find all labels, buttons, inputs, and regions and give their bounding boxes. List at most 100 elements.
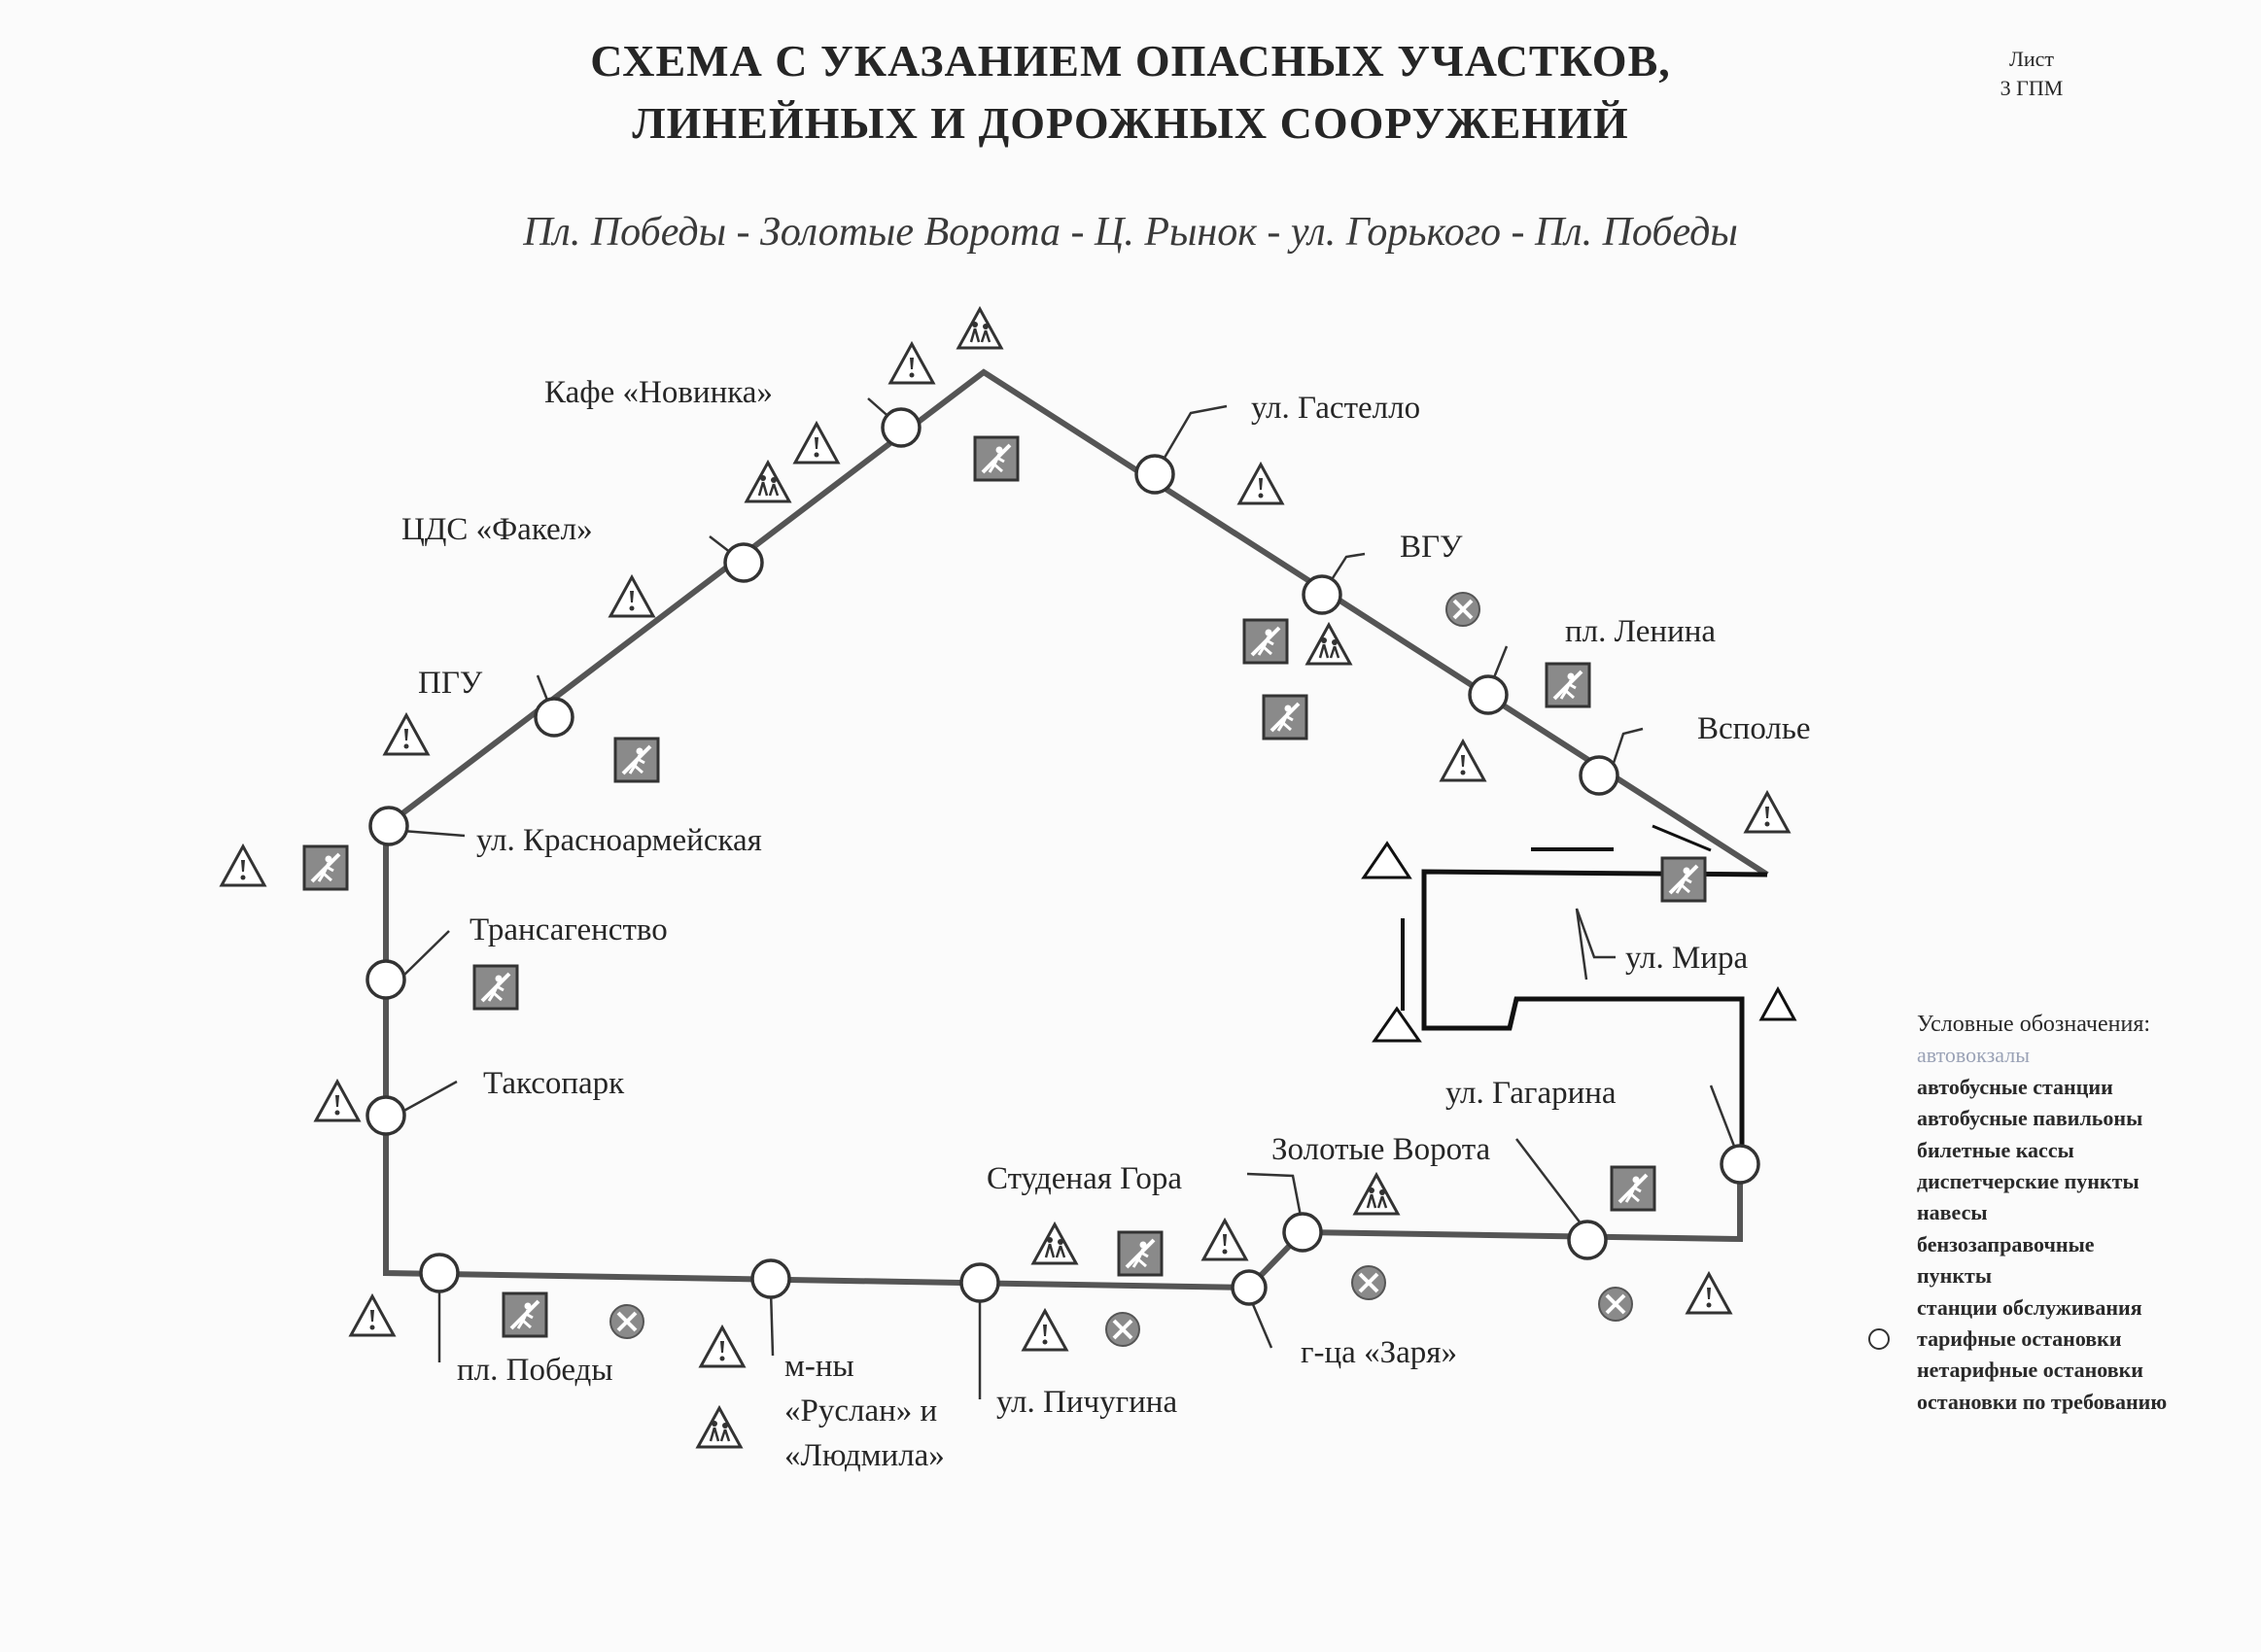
pedestrian-crossing-icon xyxy=(1610,1165,1656,1212)
children-sign-icon xyxy=(1305,623,1352,666)
legend-item: билетные кассы xyxy=(1917,1137,2074,1162)
warning-sign-icon xyxy=(1022,1309,1068,1352)
warning-sign-icon xyxy=(793,422,840,465)
diagram-title-line2: ЛИНЕЙНЫХ И ДОРОЖНЫХ СООРУЖЕНИЙ xyxy=(632,98,1629,148)
warning-sign-icon xyxy=(888,342,935,385)
warning-sign-icon xyxy=(1201,1219,1248,1261)
warning-sign-icon xyxy=(1744,791,1791,834)
pedestrian-crossing-icon xyxy=(472,964,519,1011)
crossing-signs xyxy=(302,435,1707,1338)
warning-sign-icon xyxy=(220,844,266,887)
legend-item: автобусные станции xyxy=(1917,1074,2113,1099)
legend-item: остановки по требованию xyxy=(1917,1389,2168,1414)
legend-item: автобусные павильоны xyxy=(1917,1106,2143,1131)
stop-fakel xyxy=(723,542,764,583)
legend-item: автовокзалы xyxy=(1917,1043,2030,1068)
warning-sign-icon xyxy=(699,1325,746,1368)
legend-item-label: тарифные остановки xyxy=(1917,1326,2122,1352)
children-sign-icon xyxy=(1353,1173,1400,1216)
pedestrian-crossing-icon xyxy=(613,737,660,783)
pedestrian-crossing-icon xyxy=(973,435,1020,482)
pedestrian-crossing-icon xyxy=(502,1291,548,1338)
route-subtitle: Пл. Победы - Золотые Ворота - Ц. Рынок -… xyxy=(523,210,1738,255)
label-fakel: ЦДС «Факел» xyxy=(401,512,593,547)
leader-lines xyxy=(400,397,1742,1399)
warning-sign-icon xyxy=(349,1294,396,1337)
warning-sign-icon xyxy=(1686,1272,1732,1315)
stop-vgu xyxy=(1302,574,1342,615)
stop-gagarina xyxy=(1720,1144,1760,1185)
warning-sign-icon xyxy=(1237,463,1284,505)
legend-item: пункты xyxy=(1917,1263,1993,1289)
drawn-warning-icons xyxy=(1361,841,1797,1043)
no-stopping-icon xyxy=(609,1303,645,1340)
stop-zolotye-left xyxy=(1282,1212,1323,1253)
children-sign-icon xyxy=(1031,1222,1078,1265)
warning-sign-icon xyxy=(383,713,430,756)
pedestrian-crossing-icon xyxy=(1660,856,1707,903)
stop-zolotye xyxy=(1567,1220,1608,1260)
pedestrian-crossing-icon xyxy=(1242,618,1289,665)
warning-sign-icon xyxy=(609,575,655,618)
stop-pgu xyxy=(534,697,574,738)
pedestrian-crossing-icon xyxy=(1545,662,1591,708)
warning-sign-icon xyxy=(314,1080,361,1122)
tariff-stop-icon xyxy=(1868,1328,1890,1351)
route-line-lower xyxy=(383,826,1743,1291)
label-pichugina: ул. Пичугина xyxy=(996,1385,1177,1420)
label-pgu: ПГУ xyxy=(418,666,483,701)
diagram-title-line1: СХЕМА С УКАЗАНИЕМ ОПАСНЫХ УЧАСТКОВ, xyxy=(590,36,1671,86)
label-lenina: пл. Ленина xyxy=(1565,614,1716,649)
label-ruslan-2: «Руслан» и xyxy=(784,1394,937,1428)
stop-krasnoarmeyskaya xyxy=(368,806,409,846)
stops xyxy=(365,407,1760,1306)
stop-pobedy xyxy=(419,1253,460,1293)
label-zarya: г-ца «Заря» xyxy=(1301,1335,1457,1370)
stop-taksopark xyxy=(365,1095,406,1136)
label-ruslan-3: «Людмила» xyxy=(784,1438,945,1473)
legend-item: бензозаправочные xyxy=(1917,1231,2095,1256)
stop-gastello xyxy=(1134,454,1175,495)
label-mira: ул. Мира xyxy=(1625,941,1749,976)
sheet-number: Лист 3 ГПМ xyxy=(1973,45,2090,103)
label-studenaya: Студеная Гора xyxy=(987,1161,1182,1196)
stop-vspolye xyxy=(1579,755,1619,796)
legend: Условные обозначения: автовокзалы автобу… xyxy=(1868,1009,2168,1418)
warning-sign-icon xyxy=(1440,740,1486,782)
sheet-label: Лист xyxy=(2008,47,2055,71)
children-sign-icon xyxy=(696,1406,743,1449)
stop-novinka xyxy=(881,407,922,448)
label-taksopark: Таксопарк xyxy=(483,1066,625,1101)
stop-ruslan xyxy=(750,1258,791,1299)
stop-zarya xyxy=(1231,1269,1268,1306)
legend-item: диспетчерские пункты xyxy=(1917,1169,2139,1194)
label-vgu: ВГУ xyxy=(1400,530,1463,565)
children-sign-icon xyxy=(957,307,1003,350)
detour-tick-3 xyxy=(1652,824,1712,852)
sheet-code: 3 ГПМ xyxy=(2000,76,2064,100)
legend-heading: Условные обозначения: xyxy=(1917,1012,2151,1037)
pedestrian-crossing-icon xyxy=(302,844,349,891)
label-ruslan-1: м-ны xyxy=(784,1349,854,1384)
label-zolotye: Золотые Ворота xyxy=(1271,1132,1491,1167)
no-stopping-icon xyxy=(1444,591,1481,628)
legend-item: нетарифные остановки xyxy=(1917,1358,2143,1383)
no-stopping-icon xyxy=(1104,1311,1141,1348)
route-line xyxy=(384,368,1769,878)
no-stopping-icon xyxy=(1350,1264,1387,1301)
stop-transagentstvo xyxy=(365,959,406,1000)
label-krasnoarmeyskaya: ул. Красноармейская xyxy=(476,823,762,858)
stop-pichugina xyxy=(959,1262,1000,1303)
label-novinka: Кафе «Новинка» xyxy=(544,375,773,410)
pedestrian-crossing-icon xyxy=(1117,1230,1164,1277)
label-gastello: ул. Гастелло xyxy=(1251,391,1420,426)
label-pobedy: пл. Победы xyxy=(457,1353,613,1388)
pedestrian-crossing-icon xyxy=(1262,694,1308,740)
no-stopping-icon xyxy=(1597,1286,1634,1323)
legend-item: навесы xyxy=(1917,1200,1988,1225)
stop-lenina xyxy=(1468,674,1509,715)
label-gagarina: ул. Гагарина xyxy=(1445,1076,1617,1111)
legend-item-tariff-stop: тарифные остановки xyxy=(1868,1324,2167,1355)
legend-item: станции обслуживания xyxy=(1917,1294,2142,1320)
